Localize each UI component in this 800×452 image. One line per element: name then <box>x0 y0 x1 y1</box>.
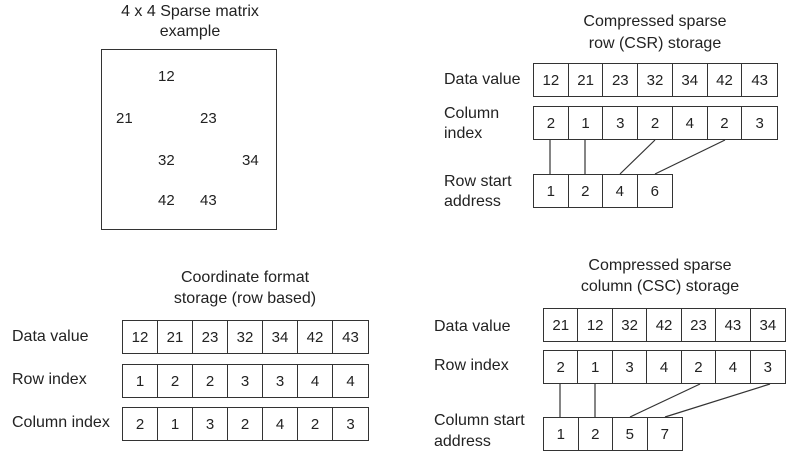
coo-col-index-cell: 3 <box>346 415 355 433</box>
csc-connector <box>629 383 701 418</box>
csc-data-cell: 23 <box>682 309 717 341</box>
matrix-title-line2: example <box>159 23 221 40</box>
coo-data-row: 12 21 23 32 34 42 43 <box>122 320 369 354</box>
csc-title-line1: Compressed sparse <box>588 257 732 274</box>
csr-col-index-cell: 4 <box>673 107 708 139</box>
coo-data-cell: 34 <box>263 321 298 353</box>
csc-data-cell: 32 <box>613 309 648 341</box>
csr-rowstart-row: 1 2 4 6 <box>533 174 673 208</box>
coo-title-line2: storage (row based) <box>173 290 317 307</box>
coo-data-cell: 21 <box>158 321 193 353</box>
matrix-cell: 34 <box>242 152 259 169</box>
csc-title-line2: column (CSC) storage <box>580 278 740 295</box>
coo-col-index-cell: 2 <box>298 408 333 440</box>
coo-row-index-cell: 2 <box>193 365 228 397</box>
coo-col-label: Column index <box>12 414 110 431</box>
csc-data-cell: 34 <box>759 316 777 334</box>
coo-col-index-cell: 1 <box>158 408 193 440</box>
coo-row-index-cell: 1 <box>123 365 158 397</box>
csr-data-cell: 34 <box>673 64 708 96</box>
csc-data-cell: 43 <box>716 309 751 341</box>
csr-col-index-cell: 2 <box>708 107 743 139</box>
csc-colstart-label-line1: Column start <box>434 412 525 429</box>
coo-data-cell: 42 <box>298 321 333 353</box>
csc-data-cell: 21 <box>544 309 579 341</box>
coo-col-index-cell: 2 <box>123 408 158 440</box>
csr-data-cell: 42 <box>708 64 743 96</box>
csc-colstart-cell: 7 <box>660 425 669 443</box>
csr-connector <box>619 139 656 175</box>
matrix-cell: 12 <box>158 68 175 85</box>
csr-col-label-line1: Column <box>444 105 500 122</box>
matrix-cell: 23 <box>200 110 217 127</box>
csc-data-cell: 12 <box>578 309 613 341</box>
coo-data-label: Data value <box>12 328 89 345</box>
csc-row-index-cell: 3 <box>613 351 648 383</box>
csr-col-label-line2: index <box>444 125 483 142</box>
csc-data-row: 21 12 32 42 23 43 34 <box>543 308 786 342</box>
csc-data-label: Data value <box>434 318 511 335</box>
csr-col-index-cell: 3 <box>603 107 639 139</box>
sparse-matrix <box>101 49 277 230</box>
csc-connector <box>664 383 771 418</box>
coo-row-index-cell: 4 <box>298 365 333 397</box>
csr-connector <box>654 139 726 175</box>
csr-rowstart-cell: 2 <box>569 175 603 207</box>
coo-data-cell: 32 <box>228 321 263 353</box>
csr-data-cell: 32 <box>638 64 673 96</box>
csr-rowstart-cell: 1 <box>534 175 569 207</box>
csc-row-index-cell: 3 <box>763 358 772 376</box>
csr-data-cell: 23 <box>603 64 639 96</box>
csc-row-index-cell: 2 <box>544 351 579 383</box>
csr-col-index-cell: 1 <box>569 107 604 139</box>
csr-col-index-cell: 3 <box>755 114 764 132</box>
csr-data-cell: 21 <box>569 64 604 96</box>
coo-row-index-cell: 3 <box>263 365 298 397</box>
coo-col-index-cell: 2 <box>228 408 263 440</box>
csr-col-index-row: 2 1 3 2 4 2 3 <box>533 106 778 140</box>
coo-col-index-row: 2 1 3 2 4 2 3 <box>122 407 369 441</box>
csr-rowstart-cell: 4 <box>603 175 638 207</box>
csr-data-cell: 43 <box>751 71 768 89</box>
csc-colstart-cell: 5 <box>613 418 648 450</box>
coo-title-line1: Coordinate format <box>180 269 310 286</box>
csr-data-row: 12 21 23 32 34 42 43 <box>533 63 778 97</box>
coo-data-cell: 43 <box>342 328 359 346</box>
coo-row-index-row: 1 2 2 3 3 4 4 <box>122 364 369 398</box>
csr-data-cell: 12 <box>534 64 569 96</box>
csr-title-line1: Compressed sparse <box>583 13 727 30</box>
csr-rowstart-label-line1: Row start <box>444 173 512 190</box>
csc-row-index-cell: 4 <box>647 351 682 383</box>
matrix-cell: 43 <box>200 192 217 209</box>
matrix-cell: 21 <box>116 110 133 127</box>
matrix-cell: 32 <box>158 152 175 169</box>
csr-title-line2: row (CSR) storage <box>588 35 722 52</box>
matrix-cell: 42 <box>158 192 175 209</box>
coo-col-index-cell: 3 <box>193 408 228 440</box>
csc-row-index-cell: 2 <box>682 351 717 383</box>
csr-col-index-cell: 2 <box>638 107 673 139</box>
coo-data-cell: 12 <box>123 321 158 353</box>
csc-row-label: Row index <box>434 357 509 374</box>
coo-data-cell: 23 <box>193 321 228 353</box>
csr-col-index-cell: 2 <box>534 107 569 139</box>
csr-data-label: Data value <box>444 71 521 88</box>
csc-colstart-cell: 1 <box>544 418 579 450</box>
coo-col-index-cell: 4 <box>263 408 298 440</box>
matrix-title-line1: 4 x 4 Sparse matrix <box>121 3 259 20</box>
coo-row-index-cell: 2 <box>158 365 193 397</box>
coo-row-label: Row index <box>12 371 87 388</box>
csr-rowstart-cell: 6 <box>650 182 659 200</box>
csc-row-index-cell: 4 <box>716 351 751 383</box>
csc-colstart-cell: 2 <box>579 418 613 450</box>
csc-row-index-row: 2 1 3 4 2 4 3 <box>543 350 786 384</box>
csr-rowstart-label-line2: address <box>444 193 501 210</box>
csc-colstart-label-line2: address <box>434 433 491 450</box>
csc-colstart-row: 1 2 5 7 <box>543 417 683 451</box>
csc-data-cell: 42 <box>647 309 682 341</box>
coo-row-index-cell: 4 <box>346 372 355 390</box>
coo-row-index-cell: 3 <box>228 365 263 397</box>
csc-row-index-cell: 1 <box>578 351 613 383</box>
